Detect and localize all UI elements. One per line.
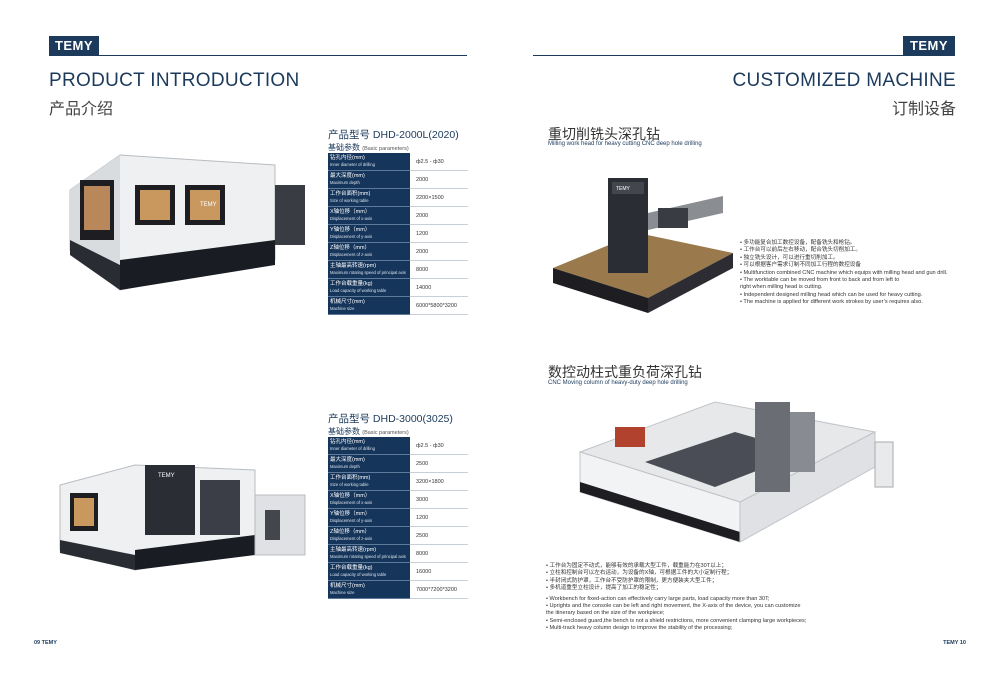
machine-3-logo: TEMY <box>616 186 631 192</box>
table-row: 主轴最高转速(rpm)Maximum rotating speed of pri… <box>328 544 468 563</box>
list-item: • 独立铣头设计，可以进行重切削加工。 <box>740 254 839 261</box>
brand-badge-left: TEMY <box>49 36 99 56</box>
product-2-params-cn: 基础参数 <box>328 427 360 436</box>
page-subtitle-left: 产品介绍 <box>49 101 114 118</box>
table-row: 工作台载重量(kg)Load capacity of working table… <box>328 278 468 297</box>
list-item: • The worktable can be moved from front … <box>740 277 900 284</box>
machine-image-dhd-3000: TEMY <box>59 464 306 571</box>
list-item: • Independent designed milling head whic… <box>740 291 923 298</box>
header-rule-right <box>533 55 903 56</box>
list-item: • Multi-track heavy column design to imp… <box>546 625 733 632</box>
section-2-features: • 工作台为固定不动式，能够有效的承载大型工件，载重能力在30T以上； • 立柱… <box>546 563 806 633</box>
page-number-right: 10 <box>959 640 966 646</box>
product-1-params-label: 基础参数 (Basic parameters) <box>328 142 409 153</box>
machine-image-dhd-2000l: TEMY <box>69 154 305 291</box>
machine-1-logo: TEMY <box>200 202 217 208</box>
product-1-params-cn: 基础参数 <box>328 143 360 152</box>
list-item: • 半封闭式防护罩，工作台不受防护罩的限制，更方便装夹大型工件； <box>546 577 718 584</box>
list-item: • The machine is applied for different w… <box>740 299 923 306</box>
list-item: • 工作台可以前后左右移动，配合铣头切削加工。 <box>740 247 861 254</box>
section-2-title-en: CNC Moving column of heavy-duty deep hol… <box>548 380 688 386</box>
page-title-right: CUSTOMIZED MACHINE <box>732 70 956 91</box>
page-title-left: PRODUCT INTRODUCTION <box>49 70 300 91</box>
list-item: right when milling head is cutting. <box>740 284 823 291</box>
header-rule-left <box>99 55 467 56</box>
section-1-title-cn: 重切削铣头深孔钻 <box>548 126 660 142</box>
list-item: • 多功能复合加工数控设备，配备铣头和枪钻。 <box>740 240 856 246</box>
list-item: the itinerary based on the size of the w… <box>546 610 665 617</box>
list-item: • Multifunction combined CNC machine whi… <box>740 269 948 276</box>
page-footer-left: 09 TEMY <box>34 640 57 646</box>
machine-2-logo: TEMY <box>158 473 175 479</box>
section-1-features: • 多功能复合加工数控设备，配备铣头和枪钻。 • 工作台可以前后左右移动，配合铣… <box>740 240 947 307</box>
machine-image-moving-column <box>578 401 894 543</box>
page-number-left: 09 <box>34 640 41 646</box>
list-item: • Uprights and the console can be left a… <box>546 603 801 610</box>
list-item: • 可以根据客户需求订制不同加工行程的数控设备 <box>740 262 861 269</box>
page-brand-right: TEMY <box>943 640 959 646</box>
table-row: 工作台载重量(kg)Load capacity of working table… <box>328 562 468 581</box>
product-1-model: 产品型号 DHD-2000L(2020) <box>328 129 459 141</box>
machine-image-milling-head: TEMY <box>553 178 733 313</box>
brand-badge-right: TEMY <box>903 36 955 56</box>
product-2-params-label: 基础参数 (Basic parameters) <box>328 426 409 437</box>
section-2-title-cn: 数控动柱式重负荷深孔钻 <box>548 364 702 380</box>
list-item: • Semi-enclosed guard,the bench is not a… <box>546 617 807 624</box>
product-2-params-en: (Basic parameters) <box>362 430 409 436</box>
list-item: • 工作台为固定不动式，能够有效的承载大型工件，载重能力在30T以上； <box>546 563 727 569</box>
list-item: • Workbench for fixed-action can effecti… <box>546 595 770 602</box>
section-1-title-en: Milling work head for heavy cutting CNC … <box>548 141 702 147</box>
list-item: • 立柱和控制台可以左右运动，为设备的X轴，可根据工件的大小定制行程； <box>546 570 733 577</box>
product-2-model: 产品型号 DHD-3000(3025) <box>328 413 453 425</box>
page-brand-left: TEMY <box>41 640 57 646</box>
page-subtitle-right: 订制设备 <box>891 101 956 118</box>
page-footer-right: TEMY 10 <box>943 640 966 646</box>
product-1-params-en: (Basic parameters) <box>362 146 409 152</box>
list-item: • 多机道重型立柱设计，提高了加工的稳定性； <box>546 585 662 592</box>
table-row: 主轴最高转速(rpm)Maximum rotating speed of pri… <box>328 260 468 279</box>
